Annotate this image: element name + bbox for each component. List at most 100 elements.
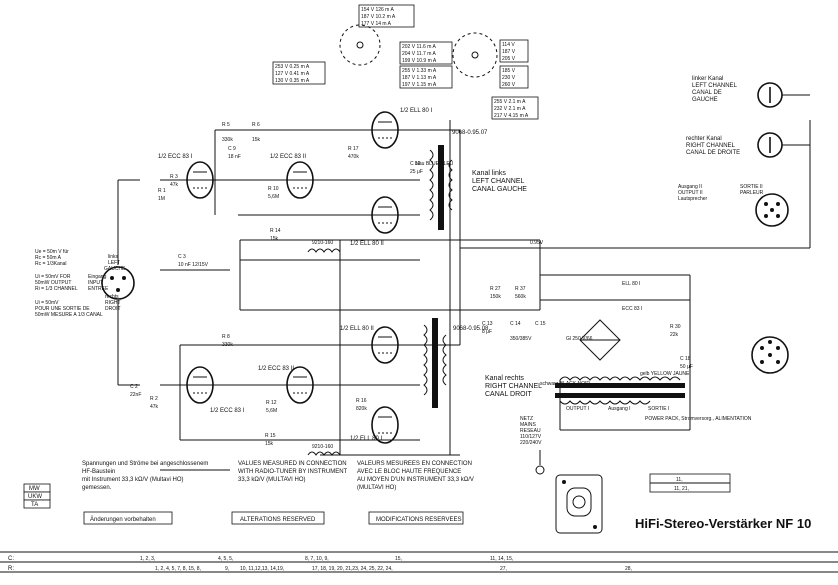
spec-3: Rc = 1/3Kanal xyxy=(35,261,67,267)
page-title: HiFi-Stereo-Verstärker NF 10 xyxy=(635,516,811,531)
vt2-row2: 127 V 0.41 m A xyxy=(275,71,310,77)
component-labels: R 5 330k R 6 15k C 9 18 nF R 3 47k R 1 1… xyxy=(130,122,693,450)
power-out-right: SORTIE I xyxy=(648,406,669,412)
power-transistor xyxy=(555,474,603,534)
vt3-row3: 199 V 10.9 m A xyxy=(402,58,437,64)
note-fr-2: AVEC LE BLOC HAUTE FREQUENCE xyxy=(357,469,461,475)
lbl-c12v: 25 μF xyxy=(410,169,423,175)
input-right-l2: RIGHT xyxy=(105,300,121,306)
lbl-r16v: 820k xyxy=(356,406,367,412)
index-r-3: 10, 11,12,13, 14,19, xyxy=(240,566,284,572)
lbl-spk-v1: 0.95V xyxy=(530,240,544,246)
voltage-table-4: 114 V 187 V 205 V xyxy=(499,39,529,63)
lbl-c2: C 2 xyxy=(130,384,138,390)
lbl-wire-gelb: gelb YELLOW JAUNE xyxy=(640,371,690,377)
vt7-row1: 255 V 2.1 m A xyxy=(494,99,526,105)
vt4-row3: 205 V xyxy=(502,56,516,62)
circuit-wiring xyxy=(117,120,811,471)
lbl-r6v: 15k xyxy=(252,137,261,143)
lbl-r10: R 10 xyxy=(268,186,279,192)
tube-v4-label: 1/2 ECC 83 II xyxy=(258,366,294,372)
lbl-r5: R 5 xyxy=(222,122,230,128)
lbl-c18v: 50 μF xyxy=(680,364,693,370)
index-box: 11, 11, 21, xyxy=(649,473,731,493)
input-left-l2: LEFT xyxy=(108,260,120,266)
lbl-r14: R 14 xyxy=(270,228,281,234)
power-pack: POWER PACK, Stromversorg., ALIMENTATION xyxy=(645,416,752,422)
footer-fr-text: MODIFICATIONS RESERVEES xyxy=(376,517,461,523)
legend-ta: TA xyxy=(31,502,38,508)
lbl-r12v: 5,6M xyxy=(266,408,277,414)
spk-left-l2: LEFT CHANNEL xyxy=(692,83,738,89)
vt2-row3: 130 V 0.35 m A xyxy=(275,78,310,84)
spec-2: Rc = 50m A xyxy=(35,255,62,261)
lbl-r10v: 5,6M xyxy=(268,194,279,200)
footer-de-text: Änderungen vorbehalten xyxy=(90,516,156,523)
note-fr-4: (MULTAVI HO) xyxy=(357,485,396,491)
legend-mw: MW xyxy=(29,486,40,492)
socket-diagram-ecc83 xyxy=(339,24,381,66)
lbl-choke2: 9210-160 xyxy=(312,444,333,450)
socket-diagram-ell80 xyxy=(452,32,498,78)
note-fr-3: AU MOYEN D'UN INSTRUMENT 33,3 kΩ/V xyxy=(357,477,474,483)
input-right-l1: rechts xyxy=(105,294,119,300)
footer-box-de: Änderungen vorbehalten xyxy=(83,511,173,525)
voltage-table-7: 255 V 2.1 m A 232 V 2.1 m A 217 V 4.15 m… xyxy=(491,96,539,120)
vt1-row1: 154 V 126 m A xyxy=(361,7,394,13)
vt5-row3: 197 V 1.15 m A xyxy=(402,82,437,88)
lbl-r1v: 1M xyxy=(158,196,165,202)
notes-de: Spannungen und Ströme bei angeschlossene… xyxy=(82,461,208,491)
out-l2: OUTPUT II xyxy=(678,190,703,196)
spk-left-l4: GAUCHE xyxy=(692,97,718,103)
tube-v4: 1/2 ECC 83 II xyxy=(258,366,314,404)
input-specs: Ue = 50m V für Rc = 50m A Rc = 1/3Kanal … xyxy=(35,249,103,318)
spec-1: Ue = 50m V für xyxy=(35,249,69,255)
tube-p3: 1/2 ELL 80 II xyxy=(340,326,399,364)
lbl-r6: R 6 xyxy=(252,122,260,128)
lbl-c13: C 13 xyxy=(482,321,493,327)
legend-ukw: UKW xyxy=(28,494,42,500)
mains-socket xyxy=(751,336,789,374)
footer-box-en: ALTERATIONS RESERVED xyxy=(231,511,325,525)
power-out-mid: Ausgang I xyxy=(608,406,631,412)
lbl-r27v: 150k xyxy=(490,294,501,300)
tube-v2: 1/2 ECC 83 II xyxy=(270,154,314,199)
vt7-row3: 217 V 4.15 m A xyxy=(494,113,529,119)
lbl-c13v: 8 μF xyxy=(482,329,492,335)
speaker-left: linker Kanal LEFT CHANNEL CANAL DE GAUCH… xyxy=(692,76,810,108)
lbl-r37v: 560k xyxy=(515,294,526,300)
ch-right-l2: RIGHT CHANNEL xyxy=(485,383,542,390)
lbl-r30v: 22k xyxy=(670,332,679,338)
ch-right-l3: CANAL DROIT xyxy=(485,391,533,398)
ch-right-l1: Kanal rechts xyxy=(485,375,524,382)
lbl-choke1: 9210-160 xyxy=(312,240,333,246)
input-l2: INPUT xyxy=(88,280,103,286)
lbl-ecc83: ECC 83 I xyxy=(622,306,642,312)
tube-v2-label: 1/2 ECC 83 II xyxy=(270,154,306,160)
ch-left-l2: LEFT CHANNEL xyxy=(472,178,524,185)
lbl-c3: C 3 xyxy=(178,254,186,260)
vt6-row2: 230 V xyxy=(502,75,516,81)
lbl-wire-blau: blau BLUE BLEU xyxy=(415,161,454,167)
mains-l3: RESEAU xyxy=(520,428,541,434)
mains-l1: NETZ xyxy=(520,416,533,422)
tube-v3-label: 1/2 ECC 83 I xyxy=(210,408,245,414)
lbl-r1: R 1 xyxy=(158,188,166,194)
lbl-r2v: 47k xyxy=(150,404,159,410)
tube-p1-label: 1/2 ELL 80 I xyxy=(400,108,432,114)
input-l3: ENTREE xyxy=(88,286,109,292)
out-l3: SORTIE II xyxy=(740,184,763,190)
lbl-c3v: 10 nF 12/15V xyxy=(178,262,209,268)
input-left-l3: GAUCHE xyxy=(104,266,126,272)
lbl-c9v: 18 nF xyxy=(228,154,241,160)
channel-left-label: Kanal links LEFT CHANNEL CANAL GAUCHE xyxy=(472,170,527,193)
lbl-r37: R 37 xyxy=(515,286,526,292)
voltage-table-3: 202 V 11.6 m A 204 V 11.7 m A 199 V 10.9… xyxy=(399,41,453,65)
vt2-row1: 253 V 0.25 m A xyxy=(275,64,310,70)
index-box-row2: 11, 21, xyxy=(674,486,689,492)
lbl-r2: R 2 xyxy=(150,396,158,402)
tube-p2-label: 1/2 ELL 80 II xyxy=(350,241,384,247)
power-out-left: OUTPUT I xyxy=(566,406,589,412)
tube-v3: 1/2 ECC 83 I xyxy=(186,366,245,414)
